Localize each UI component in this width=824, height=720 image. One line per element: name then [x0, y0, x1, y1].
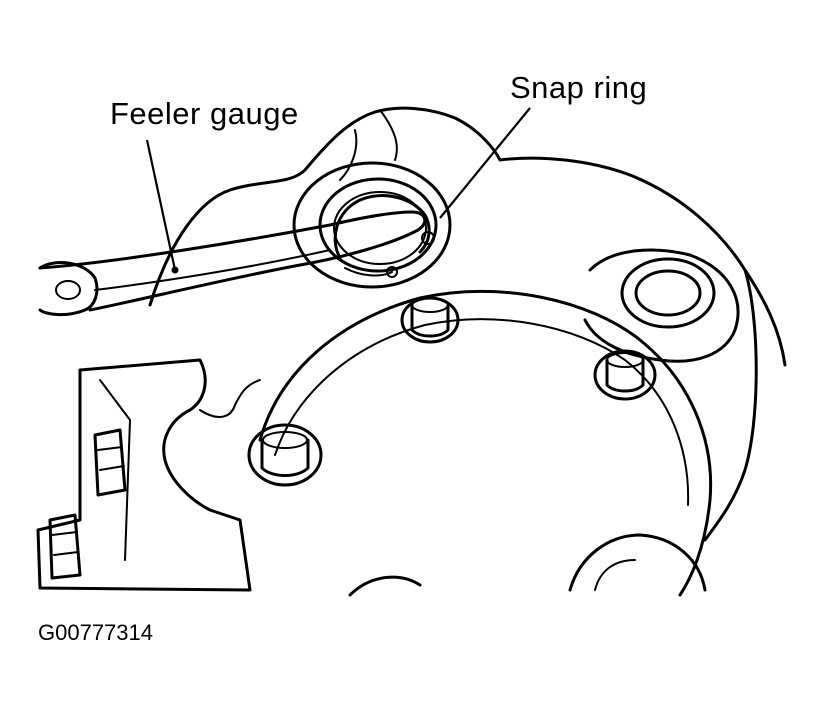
bolt-left-upper	[93, 428, 127, 497]
mounting-ear	[583, 248, 740, 363]
housing-inner-contour	[339, 109, 398, 181]
ear-bore-outer	[620, 257, 716, 329]
shaft-bore	[292, 161, 452, 289]
callout-feeler-gauge: Feeler gauge	[110, 96, 299, 131]
left-bracket-inner	[99, 379, 261, 561]
snap-ring	[333, 194, 435, 278]
lower-bore-right	[568, 533, 707, 592]
callout-snap-ring: Snap ring	[510, 70, 648, 105]
bolt-left-lower	[48, 513, 82, 580]
left-bracket	[36, 358, 252, 592]
lower-bore-left	[348, 575, 422, 597]
cover-plate	[258, 289, 713, 597]
ear-bore-inner	[634, 269, 702, 317]
bolt-cover-left	[247, 423, 323, 487]
feeler-gauge-leader	[145, 139, 177, 271]
housing-outline	[148, 106, 787, 367]
figure-id: G00777314	[38, 620, 153, 645]
cover-plate-inner	[274, 318, 690, 506]
feeler-gauge	[38, 210, 427, 317]
housing-right-edge	[703, 268, 758, 542]
lower-bore-right-inner	[594, 559, 636, 591]
snap-ring-leader	[439, 107, 531, 219]
feeler-gauge-leader-dot	[171, 266, 179, 274]
bolt-cover-right	[593, 349, 657, 401]
bolt-cover-top	[400, 296, 460, 344]
